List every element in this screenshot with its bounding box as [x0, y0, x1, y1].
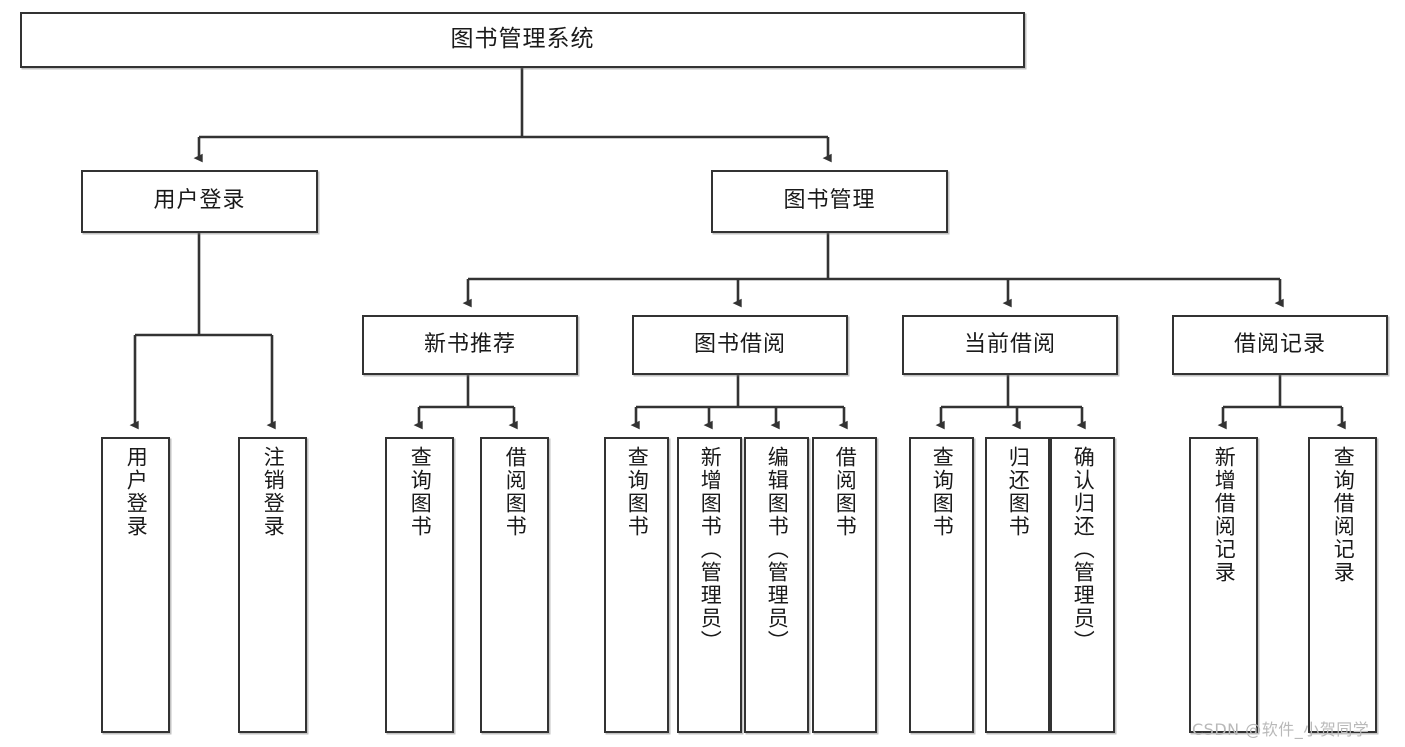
node-user-login[interactable]: 用户登录	[81, 170, 318, 233]
leaf-label: 编辑图书（管理员）	[765, 446, 790, 653]
leaf-label: 借阅图书	[833, 446, 858, 538]
leaf-label: 归还图书	[1006, 446, 1031, 538]
leaf-logout[interactable]: 注销登录	[238, 437, 307, 733]
leaf-label: 注销登录	[261, 446, 286, 538]
leaf-add-record[interactable]: 新增借阅记录	[1189, 437, 1258, 733]
leaf-label: 用户登录	[124, 446, 149, 538]
leaf-query-book-2[interactable]: 查询图书	[604, 437, 669, 733]
node-current-borrow[interactable]: 当前借阅	[902, 315, 1118, 375]
leaf-label: 查询图书	[930, 446, 955, 538]
node-book-borrow[interactable]: 图书借阅	[632, 315, 848, 375]
leaf-edit-book[interactable]: 编辑图书（管理员）	[744, 437, 809, 733]
node-book-manage[interactable]: 图书管理	[711, 170, 948, 233]
leaf-add-book[interactable]: 新增图书（管理员）	[677, 437, 742, 733]
leaf-label: 确认归还（管理员）	[1071, 446, 1096, 653]
leaf-label: 查询图书	[625, 446, 650, 538]
leaf-confirm-return[interactable]: 确认归还（管理员）	[1050, 437, 1115, 733]
leaf-label: 查询借阅记录	[1331, 446, 1356, 584]
node-borrow-record[interactable]: 借阅记录	[1172, 315, 1388, 375]
node-root[interactable]: 图书管理系统	[20, 12, 1025, 68]
leaf-query-record[interactable]: 查询借阅记录	[1308, 437, 1377, 733]
leaf-query-book-3[interactable]: 查询图书	[909, 437, 974, 733]
leaf-borrow-book-2[interactable]: 借阅图书	[812, 437, 877, 733]
leaf-return-book[interactable]: 归还图书	[985, 437, 1050, 733]
node-new-book-recommend[interactable]: 新书推荐	[362, 315, 578, 375]
leaf-label: 查询图书	[408, 446, 433, 538]
leaf-label: 新增借阅记录	[1212, 446, 1237, 584]
leaf-borrow-book-1[interactable]: 借阅图书	[480, 437, 549, 733]
leaf-user-login[interactable]: 用户登录	[101, 437, 170, 733]
csdn-watermark: CSDN @软件_小贺同学	[1192, 720, 1370, 739]
leaf-query-book-1[interactable]: 查询图书	[385, 437, 454, 733]
leaf-label: 借阅图书	[503, 446, 528, 538]
leaf-label: 新增图书（管理员）	[698, 446, 723, 653]
